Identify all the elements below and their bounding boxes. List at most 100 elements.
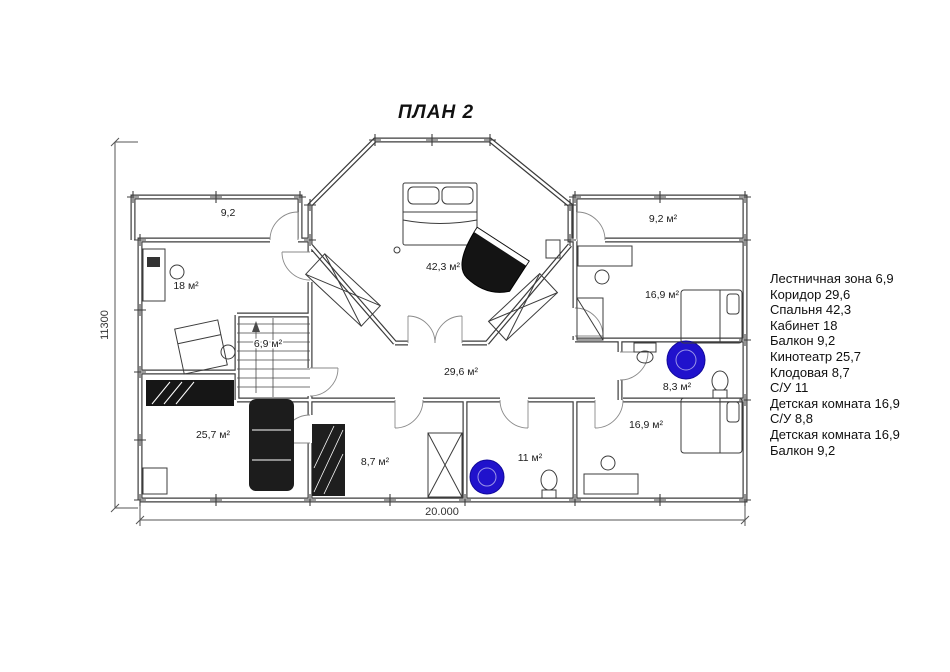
legend-item-bedroom: Спальня 42,3 <box>770 302 852 318</box>
legend-item-child-2: Детская комната 16,9 <box>770 426 900 442</box>
shelf-cross <box>305 253 381 327</box>
toilet-tank-small <box>712 389 728 399</box>
child-desk-bottom <box>583 473 639 495</box>
sink-bowl <box>636 350 654 364</box>
storage-furniture <box>312 424 463 498</box>
screen-hatch <box>151 381 195 405</box>
room-label-storage: 8,7 м² <box>361 456 390 468</box>
door-bath-main <box>499 399 529 429</box>
bedroom-stool <box>545 239 561 259</box>
room-label-cinema: 25,7 м² <box>196 429 231 441</box>
table-line <box>177 334 221 345</box>
door-balcony-left <box>269 211 299 241</box>
legend-item-cinema: Кинотеатр 25,7 <box>770 348 862 364</box>
room-label-balcony-right: 9,2 м² <box>649 213 678 225</box>
computer-monitor <box>147 257 160 267</box>
room-label-bath-small: 8,3 м² <box>663 381 692 393</box>
pillow-left <box>407 186 440 205</box>
legend-item-stair-zone: Лестничная зона 6,9 <box>770 271 894 286</box>
door-stairs <box>309 367 339 397</box>
stair-treads <box>237 318 310 397</box>
storage-cabinet <box>427 432 463 498</box>
cinema-screen <box>146 380 234 406</box>
child-room-bottom-furniture <box>583 397 743 495</box>
cinema-cabinet <box>142 467 168 495</box>
sink-counter <box>633 342 657 353</box>
bed-frame <box>402 182 478 246</box>
wardrobe-hatch <box>313 425 344 495</box>
legend-item-corridor: Коридор 29,6 <box>770 286 851 302</box>
dimension-lines: 11300 20.000 <box>99 137 750 526</box>
toilet-bowl-small <box>711 370 729 392</box>
child-bed-top <box>680 289 743 344</box>
bathtub-small-inner-ring <box>675 349 697 371</box>
door-office <box>281 251 311 281</box>
cinema-sofa <box>249 399 294 491</box>
grand-piano <box>461 226 530 293</box>
piano-keys <box>473 226 530 267</box>
table-top <box>174 319 228 375</box>
bedside-lamp-left <box>393 246 401 254</box>
drafting-table <box>174 319 228 375</box>
room-labels: 9,2 9,2 м² 42,3 м² 18 м² 16,9 м² 6,9 м² … <box>172 206 693 470</box>
office-furniture <box>142 248 236 375</box>
legend-item-balcony-2: Балкон 9,2 <box>770 442 836 458</box>
round-bathtub-small <box>666 340 706 380</box>
staircase <box>237 318 310 397</box>
bedroom-shelf <box>304 253 382 327</box>
door-bedroom-right-leaf <box>434 315 463 344</box>
blanket-lines <box>402 211 478 224</box>
bath-main-fixtures <box>469 459 558 499</box>
round-bathtub-main <box>469 459 505 495</box>
legend-item-storage: Клодовая 8,7 <box>770 364 850 380</box>
door-bedroom-left-leaf <box>407 315 436 344</box>
door-bath-small <box>619 351 649 381</box>
doors <box>269 211 649 444</box>
child-chair-bottom <box>600 455 616 471</box>
door-child-top <box>574 307 604 337</box>
door-storage <box>394 399 424 429</box>
cinema-furniture <box>142 380 294 495</box>
room-label-corridor: 29,6 м² <box>444 366 479 378</box>
dimension-height-label: 11300 <box>99 310 111 340</box>
drafting-chair <box>220 344 236 360</box>
legend: Лестничная зона 6,9 Коридор 29,6 Спальня… <box>770 271 900 458</box>
bathtub-inner-ring <box>477 467 497 487</box>
toilet-tank-main <box>541 489 557 499</box>
bath-small-fixtures <box>633 340 729 399</box>
log-end-markers <box>127 134 751 506</box>
room-label-office: 18 м² <box>173 280 199 292</box>
balcony-left-wall-core <box>131 195 302 240</box>
bedroom-wardrobe <box>487 272 559 342</box>
dimension-width-label: 20.000 <box>425 506 459 518</box>
room-label-child-bottom: 16,9 м² <box>629 419 664 431</box>
child-bed-bottom <box>680 397 743 454</box>
child-pillow-top <box>726 293 740 315</box>
child-chair-top <box>594 269 610 285</box>
wardrobe-cross <box>488 273 558 341</box>
legend-item-bath-1: С/У 11 <box>770 380 809 396</box>
legend-item-office: Кабинет 18 <box>770 317 838 333</box>
plan-title: ПЛАН 2 <box>398 102 475 123</box>
toilet-bowl-main <box>540 469 558 491</box>
room-label-bedroom: 42,3 м² <box>426 261 461 273</box>
office-desk <box>142 248 166 302</box>
room-label-stairs: 6,9 м² <box>254 338 283 350</box>
legend-item-child-1: Детская комната 16,9 <box>770 395 900 411</box>
door-balcony-right <box>576 211 606 241</box>
room-label-balcony-left: 9,2 <box>221 207 236 219</box>
pillow-right <box>441 186 474 205</box>
balcony-left-wall <box>130 194 303 240</box>
room-label-bath-main: 11 м² <box>518 452 543 464</box>
sofa-seams <box>252 429 291 461</box>
double-bed <box>393 182 487 254</box>
child-room-top-furniture <box>576 245 743 344</box>
dimension-line-bottom <box>135 506 750 526</box>
cabinet-cross <box>427 432 463 498</box>
wardrobe-frame <box>487 272 559 342</box>
door-child-bottom <box>594 399 624 429</box>
child-desk-top <box>577 245 633 267</box>
dimension-line-left <box>110 137 138 513</box>
